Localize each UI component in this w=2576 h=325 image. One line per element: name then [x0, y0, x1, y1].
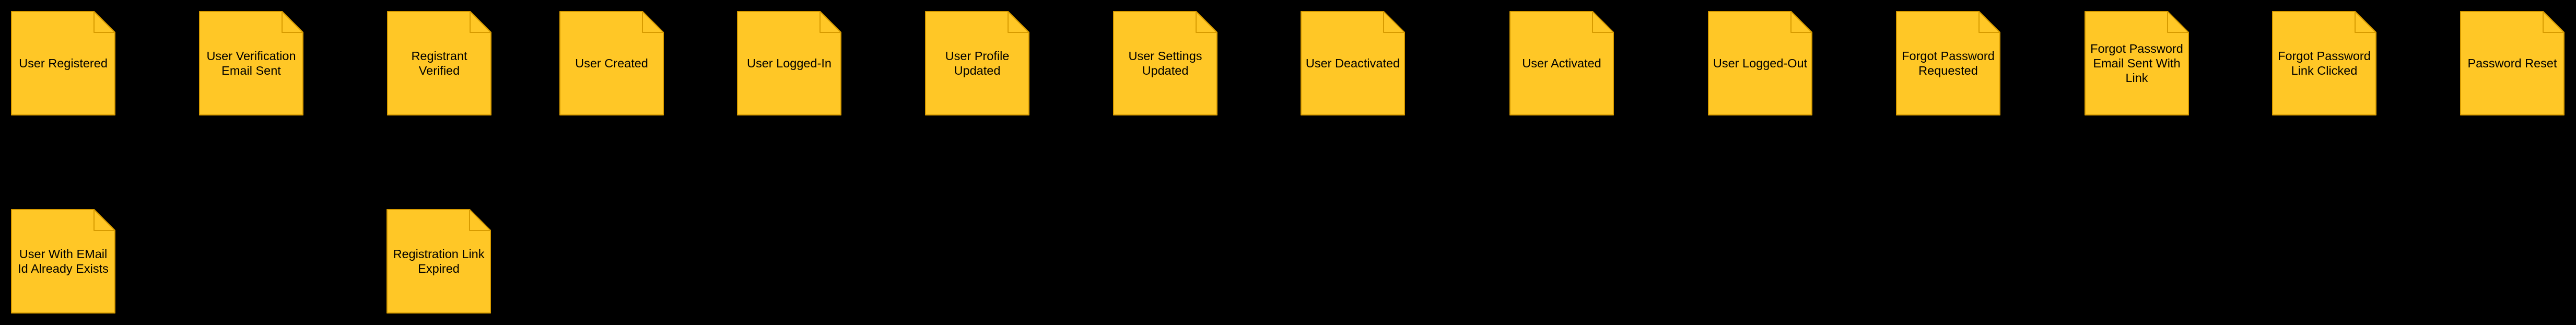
- note-label: User Logged-In: [747, 56, 832, 70]
- note-label: User Registered: [19, 56, 108, 70]
- sticky-note[interactable]: User Logged-Out: [1708, 11, 1812, 115]
- note-shape-icon: [2085, 11, 2189, 115]
- sticky-note[interactable]: User Settings Updated: [1113, 11, 1217, 115]
- note-shape-icon: [11, 11, 115, 115]
- sticky-note[interactable]: User Logged-In: [737, 11, 841, 115]
- note-label: User Deactivated: [1305, 56, 1400, 70]
- note-label: Forgot Password Link Clicked: [2278, 49, 2371, 77]
- sticky-note[interactable]: User Deactivated: [1301, 11, 1405, 115]
- note-shape-icon: [1708, 11, 1812, 115]
- note-shape-icon: [1509, 11, 1614, 115]
- sticky-note[interactable]: Registrant Verified: [387, 11, 491, 115]
- note-label: User Verification Email Sent: [206, 49, 296, 77]
- note-label: Forgot Password Requested: [1902, 49, 1995, 77]
- sticky-note[interactable]: User Created: [559, 11, 664, 115]
- sticky-note[interactable]: User With EMail Id Already Exists: [11, 209, 115, 314]
- note-shape-icon: [1896, 11, 2000, 115]
- note-shape-icon: [925, 11, 1029, 115]
- note-shape-icon: [387, 11, 491, 115]
- note-shape-icon: [2272, 11, 2376, 115]
- note-shape-icon: [199, 11, 303, 115]
- note-shape-icon: [387, 209, 491, 314]
- sticky-note[interactable]: User Registered: [11, 11, 115, 115]
- note-shape-icon: [1113, 11, 1217, 115]
- note-label: Registration Link Expired: [393, 247, 485, 275]
- note-label: Password Reset: [2467, 56, 2557, 70]
- sticky-note[interactable]: User Profile Updated: [925, 11, 1029, 115]
- note-label: Forgot Password Email Sent With Link: [2090, 41, 2183, 85]
- sticky-note[interactable]: User Activated: [1509, 11, 1614, 115]
- note-shape-icon: [737, 11, 841, 115]
- note-label: Registrant Verified: [411, 49, 467, 77]
- sticky-note[interactable]: Forgot Password Link Clicked: [2272, 11, 2376, 115]
- note-label: User Activated: [1522, 56, 1601, 70]
- sticky-note[interactable]: User Verification Email Sent: [199, 11, 303, 115]
- note-label: User Logged-Out: [1713, 56, 1808, 70]
- sticky-note[interactable]: Forgot Password Email Sent With Link: [2085, 11, 2189, 115]
- sticky-note[interactable]: Password Reset: [2460, 11, 2565, 115]
- note-label: User Settings Updated: [1128, 49, 1202, 77]
- sticky-note[interactable]: Forgot Password Requested: [1896, 11, 2000, 115]
- sticky-note[interactable]: Registration Link Expired: [387, 209, 491, 314]
- note-shape-icon: [1301, 11, 1405, 115]
- note-shape-icon: [11, 209, 115, 314]
- note-label: User With EMail Id Already Exists: [18, 247, 109, 275]
- note-label: User Profile Updated: [945, 49, 1010, 77]
- note-shape-icon: [559, 11, 664, 115]
- note-shape-icon: [2460, 11, 2565, 115]
- note-label: User Created: [575, 56, 648, 70]
